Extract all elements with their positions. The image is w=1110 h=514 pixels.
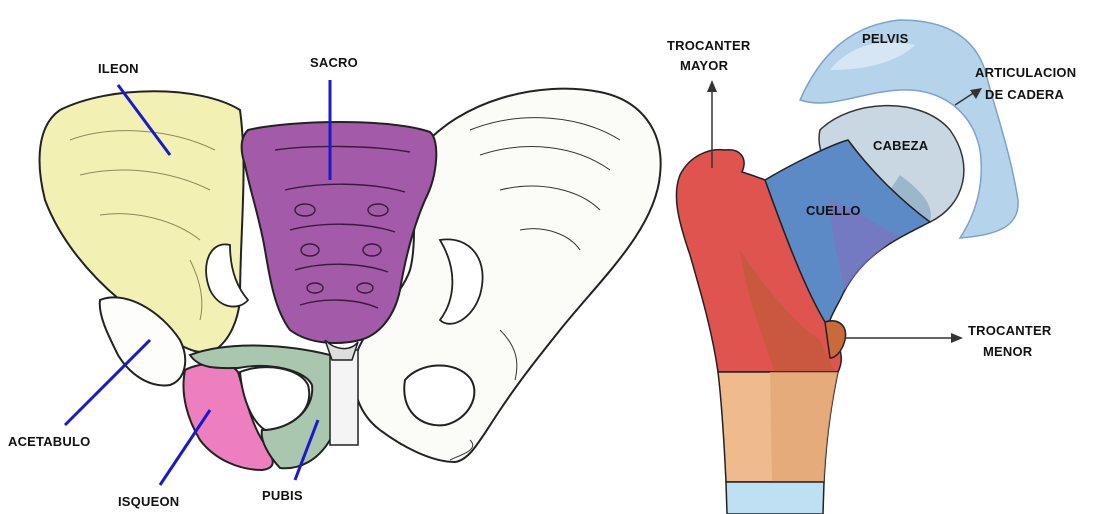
- shaft-lower: [726, 482, 824, 514]
- trocanter-menor-label-line1: TROCANTER: [968, 323, 1052, 338]
- trocanter-mayor-arrowhead: [707, 80, 717, 92]
- isqueon-label: ISQUEON: [118, 494, 179, 509]
- trocanter-menor-arrowhead: [951, 333, 963, 343]
- trocanter-mayor-label-line1: TROCANTER: [667, 38, 751, 53]
- sacro-label: SACRO: [310, 55, 358, 70]
- cabeza-label: CABEZA: [873, 138, 929, 153]
- pelvis-illustration: ILEON SACRO ACETABULO ISQUEON PUBIS: [8, 55, 661, 509]
- acetabulo-leader-line: [65, 340, 150, 425]
- pelvis-label: PELVIS: [862, 31, 909, 46]
- shaft-upper-shading: [770, 372, 838, 482]
- ileon-label: ILEON: [98, 61, 139, 76]
- trocanter-menor-label-line2: MENOR: [983, 344, 1033, 359]
- pubic-symphysis: [330, 350, 358, 445]
- articulacion-label-line1: ARTICULACION: [975, 65, 1076, 80]
- right-obturator-foramen: [404, 365, 474, 425]
- acetabulo-label: ACETABULO: [8, 434, 90, 449]
- femur-illustration: TROCANTER MAYOR PELVIS ARTICULACION DE C…: [667, 20, 1076, 514]
- trocanter-mayor-label-line2: MAYOR: [680, 58, 729, 73]
- cuello-label: CUELLO: [806, 203, 861, 218]
- articulacion-label-line2: DE CADERA: [985, 87, 1064, 102]
- isqueon-leader-line: [160, 410, 210, 485]
- pubis-label: PUBIS: [262, 488, 303, 503]
